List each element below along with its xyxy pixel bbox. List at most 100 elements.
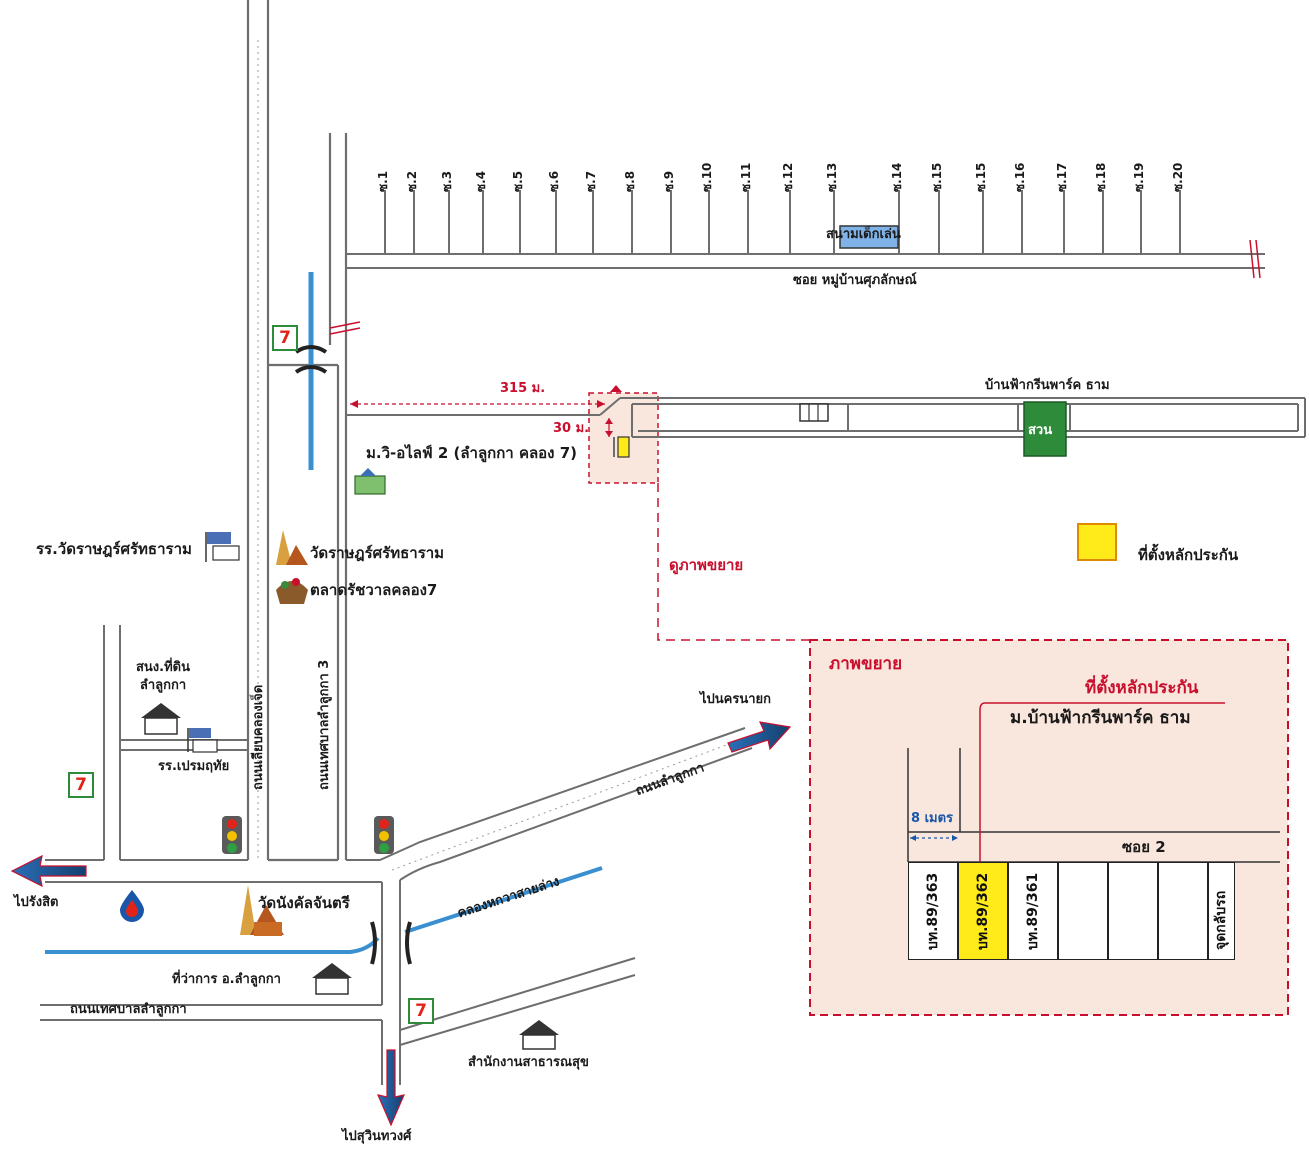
soi-label: ซ.8 bbox=[623, 170, 637, 192]
plot-lot-label: บท.89/363 bbox=[925, 872, 941, 950]
soi-label: ซ.2 bbox=[405, 170, 419, 192]
soi-label: ซ.11 bbox=[739, 162, 753, 192]
plot-lot bbox=[908, 862, 958, 960]
soi-label: ซ.20 bbox=[1171, 162, 1185, 192]
soi-label: ซ.7 bbox=[584, 170, 598, 192]
soi-label: ซ.9 bbox=[662, 170, 676, 192]
soi-label: ซ.15 bbox=[930, 162, 944, 192]
road-liap-label: ถนนเลียบคลองเจ็ด bbox=[251, 684, 266, 790]
distance-315-label: 315 ม. bbox=[500, 381, 546, 396]
zoom-width-label: 8 เมตร bbox=[911, 811, 954, 826]
soi-label: ซ.16 bbox=[1013, 162, 1027, 192]
zoom-title: ภาพขยาย bbox=[829, 654, 903, 674]
plot-lot bbox=[1008, 862, 1058, 960]
plot-lot bbox=[1058, 862, 1108, 960]
school-prem-label: รร.เปรมฤทัย bbox=[158, 759, 230, 774]
plot-lot bbox=[1208, 862, 1235, 960]
village-icon bbox=[354, 468, 386, 495]
legend-swatch bbox=[1077, 523, 1117, 561]
road-break-b bbox=[329, 327, 361, 335]
soi-label: ซ.5 bbox=[511, 170, 525, 192]
district-office-icon bbox=[312, 963, 352, 995]
plot-lot bbox=[1108, 862, 1158, 960]
soi-label: ซ.13 bbox=[825, 162, 839, 192]
soi-end-break-a bbox=[1249, 239, 1255, 279]
soi-label: ซ.3 bbox=[440, 170, 454, 192]
traffic-light-icon bbox=[374, 816, 394, 854]
road-muni-label: ถนนเทศบาลลำลูกกา bbox=[70, 1002, 187, 1017]
gas-station-icon-inner bbox=[126, 900, 138, 917]
health-office-label: สำนักงานสาธารณสุข bbox=[468, 1055, 589, 1070]
soi-label: ซ.19 bbox=[1132, 162, 1146, 192]
distance-315-arrowhead-left bbox=[350, 400, 358, 408]
park bbox=[1023, 401, 1067, 457]
plot-lot-label: บท.89/361 bbox=[1025, 872, 1041, 950]
distance-30-arrowhead-bottom bbox=[605, 431, 613, 437]
arrow-to-nakhon-nayok bbox=[727, 721, 792, 753]
park-label: สวน bbox=[1028, 423, 1053, 438]
wat-rat-icon bbox=[276, 530, 308, 565]
to-rangsit-label: ไปรังสิต bbox=[14, 895, 59, 910]
bridge-lower bbox=[370, 921, 412, 965]
market-icon bbox=[276, 578, 308, 604]
market-label: ตลาดรัชวาลคลอง7 bbox=[310, 581, 438, 599]
vi-life-label: ม.วิ-อไลฟ์ 2 (ลำลูกกา คลอง 7) bbox=[366, 444, 578, 462]
project-label: บ้านฟ้ากรีนพาร์ค ธาม bbox=[985, 378, 1110, 393]
soi-label: ซ.4 bbox=[474, 170, 488, 192]
road-muni-3 bbox=[268, 133, 348, 862]
soi-label: ซ.17 bbox=[1055, 162, 1069, 192]
project-road bbox=[346, 397, 1306, 438]
to-nakhon-nayok-label: ไปนครนายก bbox=[700, 692, 772, 707]
seven-eleven-icon: 7 bbox=[272, 325, 298, 351]
seven-eleven-icon: 7 bbox=[68, 772, 94, 798]
road-liap-khlong bbox=[246, 0, 270, 860]
soi-end-break-b bbox=[1255, 239, 1261, 279]
to-suwinthawong-label: ไปสุวินทวงศ์ bbox=[342, 1129, 412, 1144]
soi-label: ซ.1 bbox=[376, 170, 390, 192]
zoom-soi-label: ซอย 2 bbox=[1122, 838, 1166, 856]
zoom-pointer-label: ที่ตั้งหลักประกัน bbox=[1085, 678, 1199, 698]
width-arrowhead-left bbox=[910, 835, 916, 841]
zoom-leader-line bbox=[657, 483, 810, 641]
plot-lot bbox=[1158, 862, 1208, 960]
collateral-marker-small bbox=[617, 436, 630, 458]
school-wat-icon bbox=[205, 532, 240, 562]
wat-rat-label: วัดราษฎร์ศรัทธาราม bbox=[310, 544, 445, 562]
land-office-label: สนง.ที่ดิน ลำลูกกา bbox=[135, 660, 190, 694]
plot-lot-label: จุดกลับรถ bbox=[1213, 890, 1229, 950]
soi-label: ซ.18 bbox=[1094, 162, 1108, 192]
plot-lot-label: บท.89/362 bbox=[975, 872, 991, 950]
soi-label: ซ.10 bbox=[700, 162, 714, 192]
soi-village-label: ซอย หมู่บ้านศุภลักษณ์ bbox=[793, 273, 917, 288]
soi-grid bbox=[346, 190, 1265, 269]
canal-lower bbox=[45, 936, 380, 954]
school-prem-icon bbox=[187, 728, 218, 753]
distance-30-label: 30 ม. bbox=[553, 421, 590, 436]
seven-eleven-icon: 7 bbox=[408, 998, 434, 1024]
project-gate bbox=[799, 403, 829, 422]
pointer-line bbox=[979, 702, 1225, 862]
wat-nang-icon bbox=[240, 885, 284, 936]
bridge-north bbox=[294, 345, 328, 374]
distance-315-arrowhead-right bbox=[597, 400, 605, 408]
soi-label: ซ.14 bbox=[890, 162, 904, 192]
arrow-to-rangsit bbox=[10, 854, 87, 888]
soi-label: ซ.12 bbox=[781, 162, 795, 192]
distance-30-arrowhead-top bbox=[605, 418, 613, 424]
district-office-label: ที่ว่าการ อ.ลำลูกกา bbox=[172, 972, 281, 987]
lam-luk-ka-centerline bbox=[391, 737, 746, 871]
wat-nang-label: วัดนังคัลจันตรี bbox=[258, 894, 350, 912]
width-arrowhead-right bbox=[952, 835, 958, 841]
soi-label: ซ.15 bbox=[974, 162, 988, 192]
zoom-village-label: ม.บ้านฟ้ากรีนพาร์ค ธาม bbox=[1010, 708, 1191, 728]
health-office-icon bbox=[519, 1020, 559, 1050]
road-break-a bbox=[329, 321, 361, 329]
left-roads bbox=[45, 625, 382, 883]
school-wat-label: รร.วัดราษฎร์ศรัทธาราม bbox=[36, 540, 192, 558]
lam-luk-ka-road bbox=[40, 727, 753, 1085]
playground bbox=[839, 225, 899, 249]
plot-lot bbox=[958, 862, 1008, 960]
see-zoom-label: ดูภาพขยาย bbox=[669, 556, 744, 574]
arrow-to-suwinthawong bbox=[376, 1049, 406, 1127]
